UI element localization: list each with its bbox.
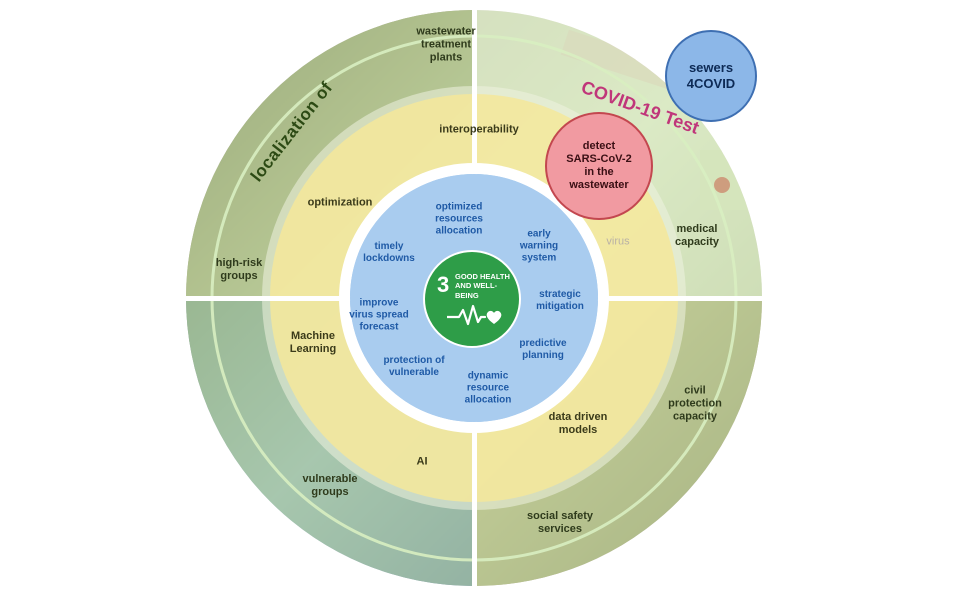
sewers4covid-badge: sewers 4COVID	[665, 30, 757, 122]
label-wastewater-treatment-plants: wastewater treatment plants	[416, 25, 476, 64]
label-ai: AI	[416, 455, 428, 468]
label-timely-lockdowns: timely lockdowns	[363, 241, 415, 264]
label-protection-of-vulnerable: protection of vulnerable	[383, 355, 445, 378]
label-strategic-mitigation: strategic mitigation	[536, 289, 584, 312]
sdg3-logo: 3 GOOD HEALTH AND WELL-BEING	[423, 250, 521, 348]
detect-sars-cov-2-badge: detect SARS-CoV-2 in the wastewater	[545, 112, 653, 220]
label-improve-virus-spread-forecast: improve virus spread forecast	[349, 297, 409, 332]
label-predictive-planning: predictive planning	[519, 338, 567, 361]
label-data-driven-models: data driven models	[548, 411, 608, 436]
label-interoperability: interoperability	[439, 123, 519, 136]
label-machine-learning: Machine Learning	[289, 330, 337, 355]
label-medical-capacity: medical capacity	[674, 223, 720, 248]
label-optimization: optimization	[307, 196, 373, 209]
label-dynamic-resource-allocation: dynamic resource allocation	[464, 370, 512, 405]
label-optimized-resources-allocation: optimized resources allocation	[435, 201, 483, 236]
label-civil-protection-capacity: civil protection capacity	[668, 384, 722, 423]
label-high-risk-groups: high-risk groups	[215, 257, 263, 282]
heart-icon	[486, 310, 502, 324]
sdg-goal-number: 3	[437, 272, 450, 297]
label-early-warning-system: early warning system	[519, 228, 559, 263]
virus-text: virus	[606, 235, 630, 248]
heartbeat-icon	[447, 304, 502, 326]
label-vulnerable-groups: vulnerable groups	[302, 473, 358, 498]
sdg-goal-text: GOOD HEALTH AND WELL-BEING	[455, 272, 510, 300]
label-social-safety-services: social safety services	[526, 510, 594, 535]
